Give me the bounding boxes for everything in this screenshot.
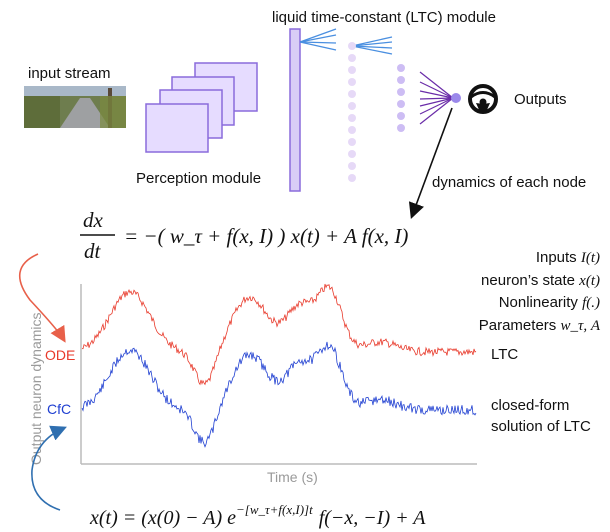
perception-stack	[145, 62, 258, 153]
ltc-node	[348, 78, 356, 86]
svg-text:Parameters w_τ, A: Parameters w_τ, A	[479, 317, 601, 334]
road-photo	[24, 86, 126, 128]
ode-label: ODE	[45, 347, 75, 363]
ltc-node	[348, 102, 356, 110]
cfc-arrow	[31, 425, 67, 511]
ltc-equation: dx dt = −( w_τ + f(x, I) ) x(t) + A f(x,…	[80, 208, 408, 263]
eq-dx: dx	[83, 208, 104, 232]
output-fan	[419, 71, 454, 125]
ltc-node-layers	[348, 42, 405, 182]
perception-label: Perception module	[136, 170, 261, 187]
dynamics-arrow	[408, 107, 453, 220]
svg-text:Nonlinearity f(.): Nonlinearity f(.)	[499, 294, 600, 311]
legend-math: w_τ, A	[560, 318, 600, 334]
svg-text:Inputs I(t): Inputs I(t)	[536, 249, 600, 266]
input-stream-label: input stream	[28, 65, 111, 82]
legend-math: f(.)	[582, 295, 600, 311]
module-title: liquid time-constant (LTC) module	[272, 9, 496, 26]
eq-dt: dt	[84, 239, 102, 263]
legend-text: Parameters	[479, 317, 561, 334]
ltc-node	[348, 150, 356, 158]
ode-arrow	[18, 253, 66, 343]
legend-text: Nonlinearity	[499, 294, 582, 311]
legend-text: neuron’s state	[481, 272, 579, 289]
legend-math: I(t)	[580, 250, 600, 266]
ltc-node	[348, 126, 356, 134]
ltc-node	[348, 66, 356, 74]
cfc-eq-main: x(t) = (x(0) − A) e	[89, 507, 236, 529]
ltc-node	[397, 124, 405, 132]
ltc-node	[348, 174, 356, 182]
steering-wheel-icon	[468, 84, 498, 114]
plot-ylabel: Output neuron dynamics	[28, 312, 44, 465]
perception-frame	[145, 103, 209, 153]
output-node	[451, 93, 461, 103]
dynamics-label: dynamics of each node	[432, 174, 586, 191]
cfc-equation: x(t) = (x(0) − A) e−[w_τ+f(x,I)]t f(−x, −…	[89, 502, 426, 529]
input-fan	[299, 28, 393, 55]
cfc-eq-exponent: −[w_τ+f(x,I)]t	[236, 502, 313, 517]
eq-rhs: = −( w_τ + f(x, I) ) x(t) + A f(x, I)	[124, 224, 408, 248]
ltc-node	[397, 100, 405, 108]
svg-text:x(t) = (x(0) − A) e−[w_τ+f(x,I: x(t) = (x(0) − A) e−[w_τ+f(x,I)]t f(−x, −…	[89, 502, 426, 529]
ltc-label: LTC	[491, 346, 518, 363]
ltc-node	[397, 76, 405, 84]
legend-text: Inputs	[536, 249, 581, 266]
variable-legend: Inputs I(t) neuron’s state x(t) Nonlinea…	[479, 249, 601, 334]
cfc-label: CfC	[47, 401, 71, 417]
ltc-input-bar	[289, 28, 301, 192]
ltc-node	[348, 54, 356, 62]
cfc-right-label-2: solution of LTC	[491, 418, 591, 435]
ltc-node	[348, 162, 356, 170]
outputs-label: Outputs	[514, 91, 567, 108]
ltc-node	[397, 112, 405, 120]
plot-xlabel: Time (s)	[267, 469, 318, 485]
ltc-node	[348, 90, 356, 98]
legend-math: x(t)	[578, 273, 600, 289]
ode-trace	[81, 283, 477, 386]
cfc-right-label-1: closed-form	[491, 397, 569, 414]
ltc-node	[397, 64, 405, 72]
ltc-node	[348, 114, 356, 122]
ltc-node	[348, 138, 356, 146]
ltc-node	[348, 42, 356, 50]
cfc-trace	[81, 341, 477, 448]
plot-axes	[80, 284, 477, 465]
cfc-eq-tail: f(−x, −I) + A	[319, 507, 427, 529]
svg-text:neuron’s state x(t): neuron’s state x(t)	[481, 272, 600, 289]
ltc-node	[397, 88, 405, 96]
